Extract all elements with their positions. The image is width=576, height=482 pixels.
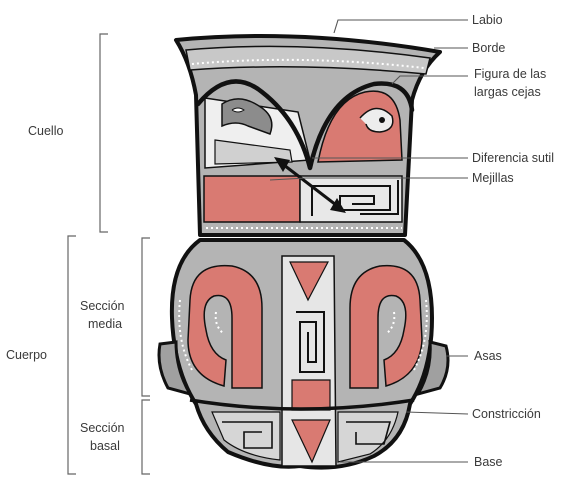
- label-seccion-basal-line2: basal: [90, 439, 120, 453]
- label-seccion-media-line2: media: [88, 317, 122, 331]
- lower-left-pattern: [212, 412, 280, 460]
- bracket-cuerpo: [68, 236, 76, 474]
- label-seccion-media-line1: Sección: [80, 299, 125, 313]
- urn-body: [159, 240, 448, 468]
- bracket-seccion-basal: [142, 400, 150, 474]
- urn-neck: [176, 36, 440, 235]
- leader-labio: [334, 20, 468, 33]
- lower-neck-pattern: [300, 176, 402, 222]
- label-cuello: Cuello: [28, 124, 63, 138]
- bracket-cuello: [100, 34, 108, 232]
- label-figura-line1: Figura de las: [474, 67, 546, 81]
- label-constriccion: Constricción: [472, 407, 541, 421]
- left-brackets: [68, 34, 150, 474]
- label-labio: Labio: [472, 13, 503, 27]
- label-base: Base: [474, 455, 503, 469]
- label-mejillas: Mejillas: [472, 171, 514, 185]
- lower-neck-red: [204, 176, 300, 222]
- label-figura-line2: largas cejas: [474, 85, 541, 99]
- label-cuerpo: Cuerpo: [6, 348, 47, 362]
- bracket-seccion-media: [142, 238, 150, 396]
- leader-constriccion: [406, 412, 468, 414]
- label-diferencia: Diferencia sutil: [472, 151, 554, 165]
- label-seccion-basal-line1: Sección: [80, 421, 125, 435]
- label-asas: Asas: [474, 349, 502, 363]
- label-borde: Borde: [472, 41, 505, 55]
